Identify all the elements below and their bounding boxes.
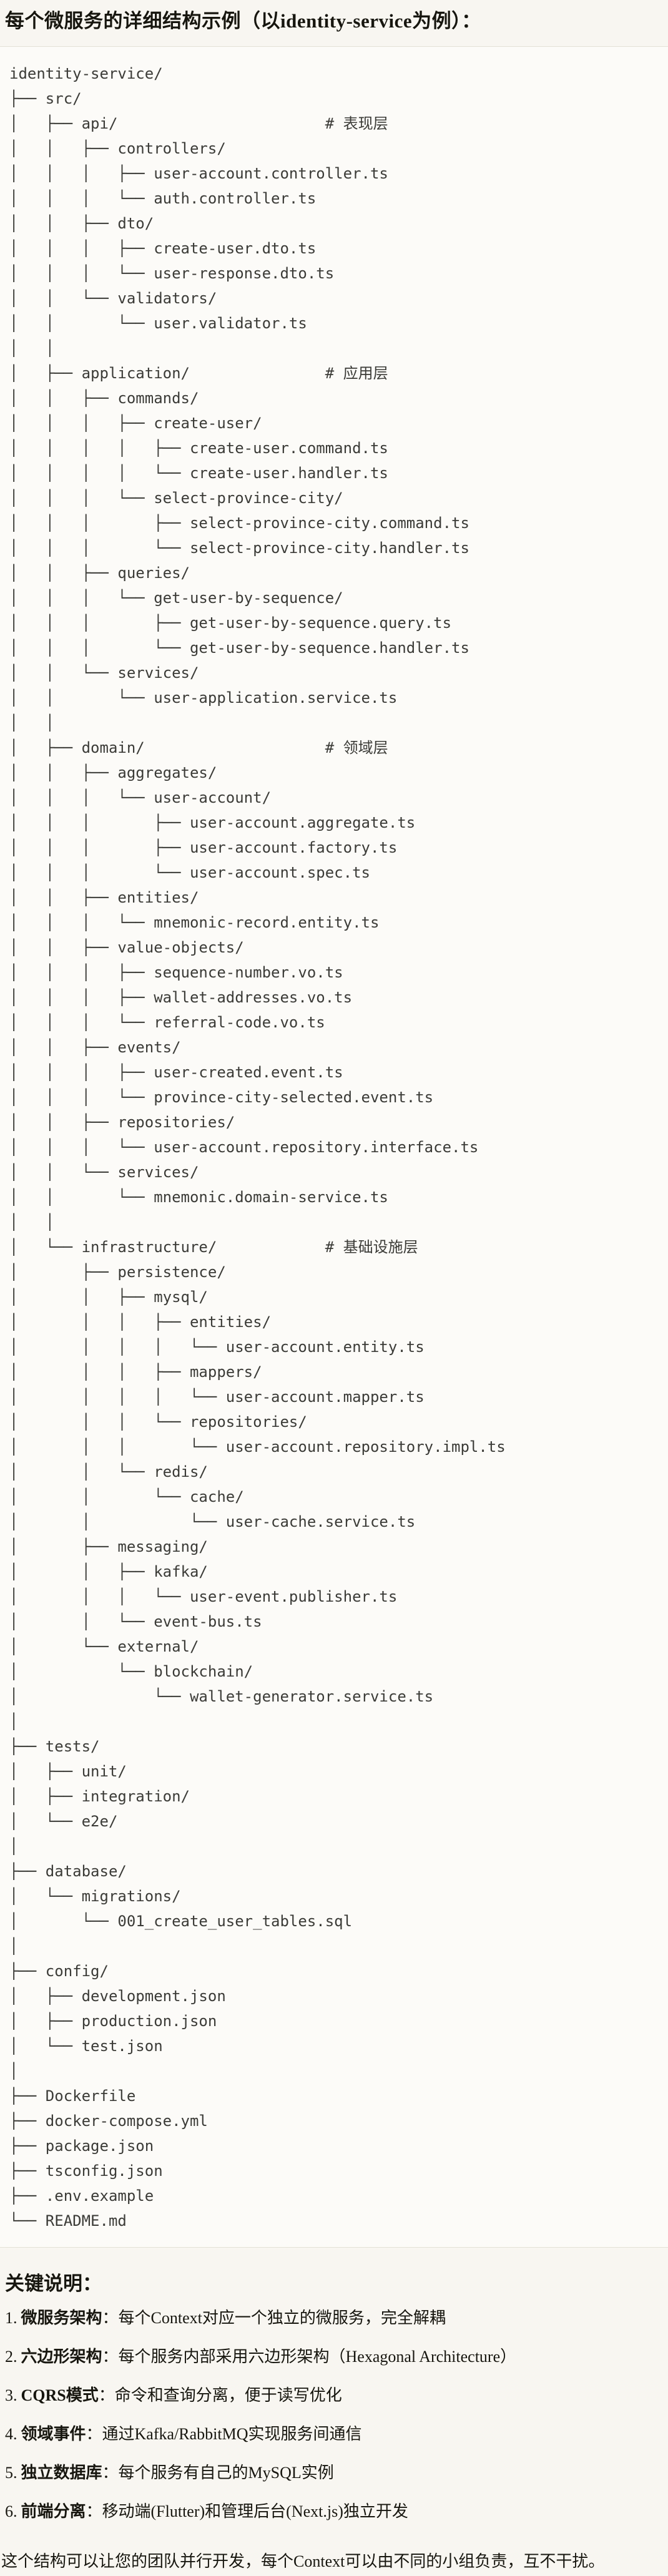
key-note-item-2: 2.六边形架构：每个服务内部采用六边形架构（Hexagonal Architec… [5, 2346, 663, 2368]
item-term: 六边形架构 [21, 2348, 102, 2366]
key-note-item-4: 4.领域事件：通过Kafka/RabbitMQ实现服务间通信 [5, 2424, 663, 2445]
key-notes-heading: 关键说明： [5, 2273, 102, 2294]
item-desc: ：每个服务内部采用六边形架构（Hexagonal Architecture） [102, 2348, 517, 2366]
item-desc: ：通过Kafka/RabbitMQ实现服务间通信 [86, 2425, 362, 2443]
item-number: 5. [5, 2464, 17, 2482]
item-term: CQRS模式 [21, 2386, 99, 2404]
item-desc: ：每个Context对应一个独立的微服务，完全解耦 [102, 2309, 446, 2327]
item-term: 领域事件 [21, 2425, 86, 2443]
item-number: 6. [5, 2502, 17, 2520]
key-note-item-1: 1.微服务架构：每个Context对应一个独立的微服务，完全解耦 [5, 2308, 663, 2329]
item-desc: ：每个服务有自己的MySQL实例 [102, 2464, 334, 2482]
page-title: 每个微服务的详细结构示例（以identity-service为例）： [5, 10, 481, 32]
item-desc: ：移动端(Flutter)和管理后台(Next.js)独立开发 [86, 2502, 408, 2520]
directory-tree-code-block: identity-service/ ├── src/ │ ├── api/ # … [0, 46, 668, 2248]
item-number: 3. [5, 2386, 17, 2404]
key-note-item-3: 3.CQRS模式：命令和查询分离，便于读写优化 [5, 2385, 663, 2406]
item-term: 微服务架构 [21, 2309, 102, 2327]
item-number: 4. [5, 2425, 17, 2443]
item-number: 2. [5, 2348, 17, 2366]
key-note-item-5: 5.独立数据库：每个服务有自己的MySQL实例 [5, 2462, 663, 2484]
item-desc: ：命令和查询分离，便于读写优化 [98, 2386, 342, 2404]
item-term: 独立数据库 [21, 2464, 102, 2482]
key-notes-list: 1.微服务架构：每个Context对应一个独立的微服务，完全解耦 2.六边形架构… [0, 2308, 668, 2522]
directory-tree-text: identity-service/ ├── src/ │ ├── api/ # … [9, 65, 506, 2230]
item-term: 前端分离 [21, 2502, 86, 2520]
item-number: 1. [5, 2309, 17, 2327]
key-note-item-6: 6.前端分离：移动端(Flutter)和管理后台(Next.js)独立开发 [5, 2501, 663, 2522]
closing-paragraph: 这个结构可以让您的团队并行开发，每个Context可以由不同的小组负责，互不干扰… [1, 2552, 605, 2570]
